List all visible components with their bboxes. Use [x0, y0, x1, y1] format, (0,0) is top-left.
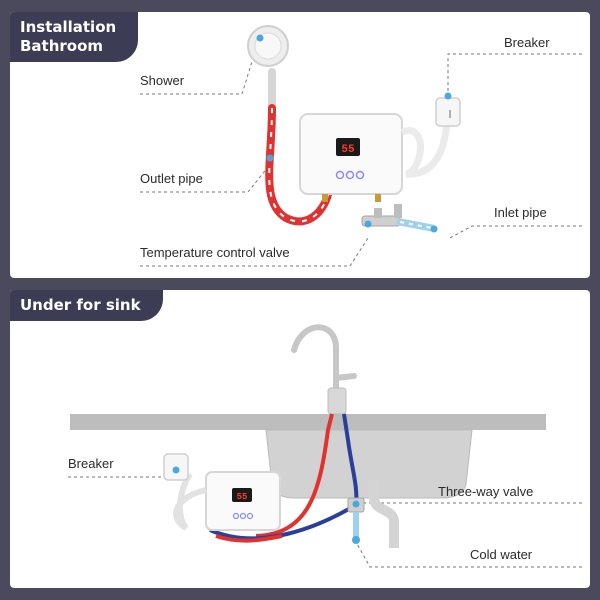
label-shower: Shower — [140, 73, 185, 88]
cold-water-leader — [355, 541, 582, 568]
hot-outlet-left — [215, 534, 283, 543]
label-outlet-pipe: Outlet pipe — [140, 171, 203, 186]
breaker-icon-sink — [163, 453, 189, 481]
label-cold-water: Cold water — [470, 547, 533, 562]
inlet-pipe-leader — [449, 225, 582, 239]
three-way-valve-icon — [347, 497, 365, 513]
bathroom-panel: 55 — [10, 12, 590, 278]
hot-pipe — [255, 413, 334, 538]
label-three-way-valve: Three-way valve — [438, 484, 534, 499]
label-inlet-pipe: Inlet pipe — [494, 205, 547, 220]
section-title-sink: Under for sink — [10, 290, 163, 321]
heater-unit: 55 — [299, 113, 403, 202]
cold-pipe-heater — [209, 504, 356, 541]
power-cable-sink — [173, 472, 207, 531]
bathroom-illustration: 55 — [140, 25, 582, 267]
sink-illustration: 55 — [68, 324, 582, 568]
heater-unit-sink: 55 — [205, 471, 281, 531]
breaker-leader — [447, 53, 582, 94]
outlet-pipe-leader — [140, 161, 273, 193]
countertop — [70, 414, 546, 430]
label-temp-control-valve: Temperature control valve — [140, 245, 290, 260]
breaker-icon — [435, 92, 461, 127]
label-breaker-sink: Breaker — [68, 456, 114, 471]
sink-panel: 55 Under for sink Breaker Three- — [10, 290, 590, 588]
drain-pipe — [369, 480, 399, 548]
heater-display-sink: 55 — [237, 492, 248, 502]
temp-control-valve-icon — [361, 204, 402, 228]
faucet-icon — [291, 324, 357, 413]
heater-display: 55 — [341, 144, 355, 156]
section-title-bathroom: Installation Bathroom — [10, 12, 139, 62]
label-breaker: Breaker — [504, 35, 550, 50]
temp-valve-leader — [140, 237, 369, 267]
shower-head-icon — [247, 25, 289, 112]
